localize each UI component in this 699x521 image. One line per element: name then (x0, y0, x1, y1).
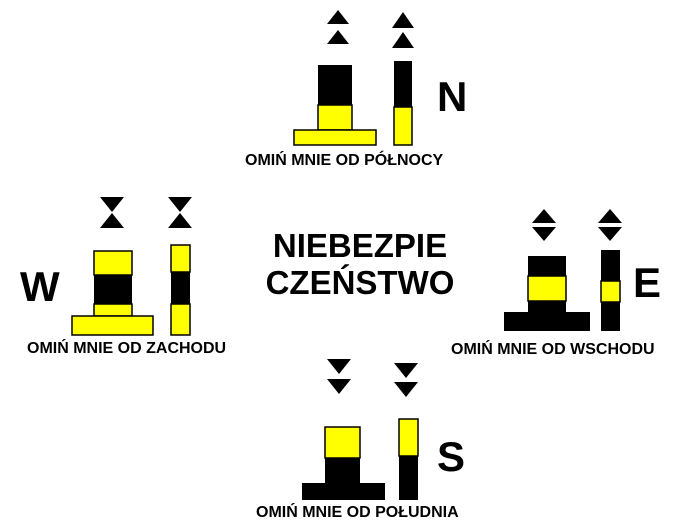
west-mark (71, 197, 192, 336)
south-mark (302, 359, 419, 500)
east-buoy-icon (504, 256, 590, 331)
east-direction-label: E (633, 259, 662, 306)
north-caption: OMIŃ MNIE OD PÓŁNOCY (245, 152, 444, 169)
west-buoy-icon (71, 250, 154, 336)
west-topmark-icon (100, 197, 124, 228)
south-direction-label: S (437, 433, 466, 480)
north-mark (293, 10, 414, 146)
danger-title-line1: NIEBEZPIE (272, 227, 448, 264)
west-spar-icon (168, 197, 192, 336)
south-caption: OMIŃ MNIE OD POŁUDNIA (256, 504, 459, 521)
south-topmark-icon (327, 359, 351, 394)
north-direction-label: N (437, 73, 468, 120)
north-topmark-icon (327, 10, 349, 44)
east-caption: OMIŃ MNIE OD WSCHODU (451, 341, 655, 358)
danger-title-line2: CZEŃSTWO (265, 264, 455, 301)
east-spar-icon (598, 209, 622, 331)
north-spar-icon (392, 12, 414, 146)
west-caption: OMIŃ MNIE OD ZACHODU (27, 340, 227, 357)
north-buoy-icon (293, 65, 377, 146)
south-spar-icon (394, 363, 419, 500)
west-direction-label: W (20, 263, 60, 310)
south-buoy-icon (302, 426, 385, 500)
east-topmark-icon (532, 209, 556, 241)
east-mark (504, 209, 622, 331)
